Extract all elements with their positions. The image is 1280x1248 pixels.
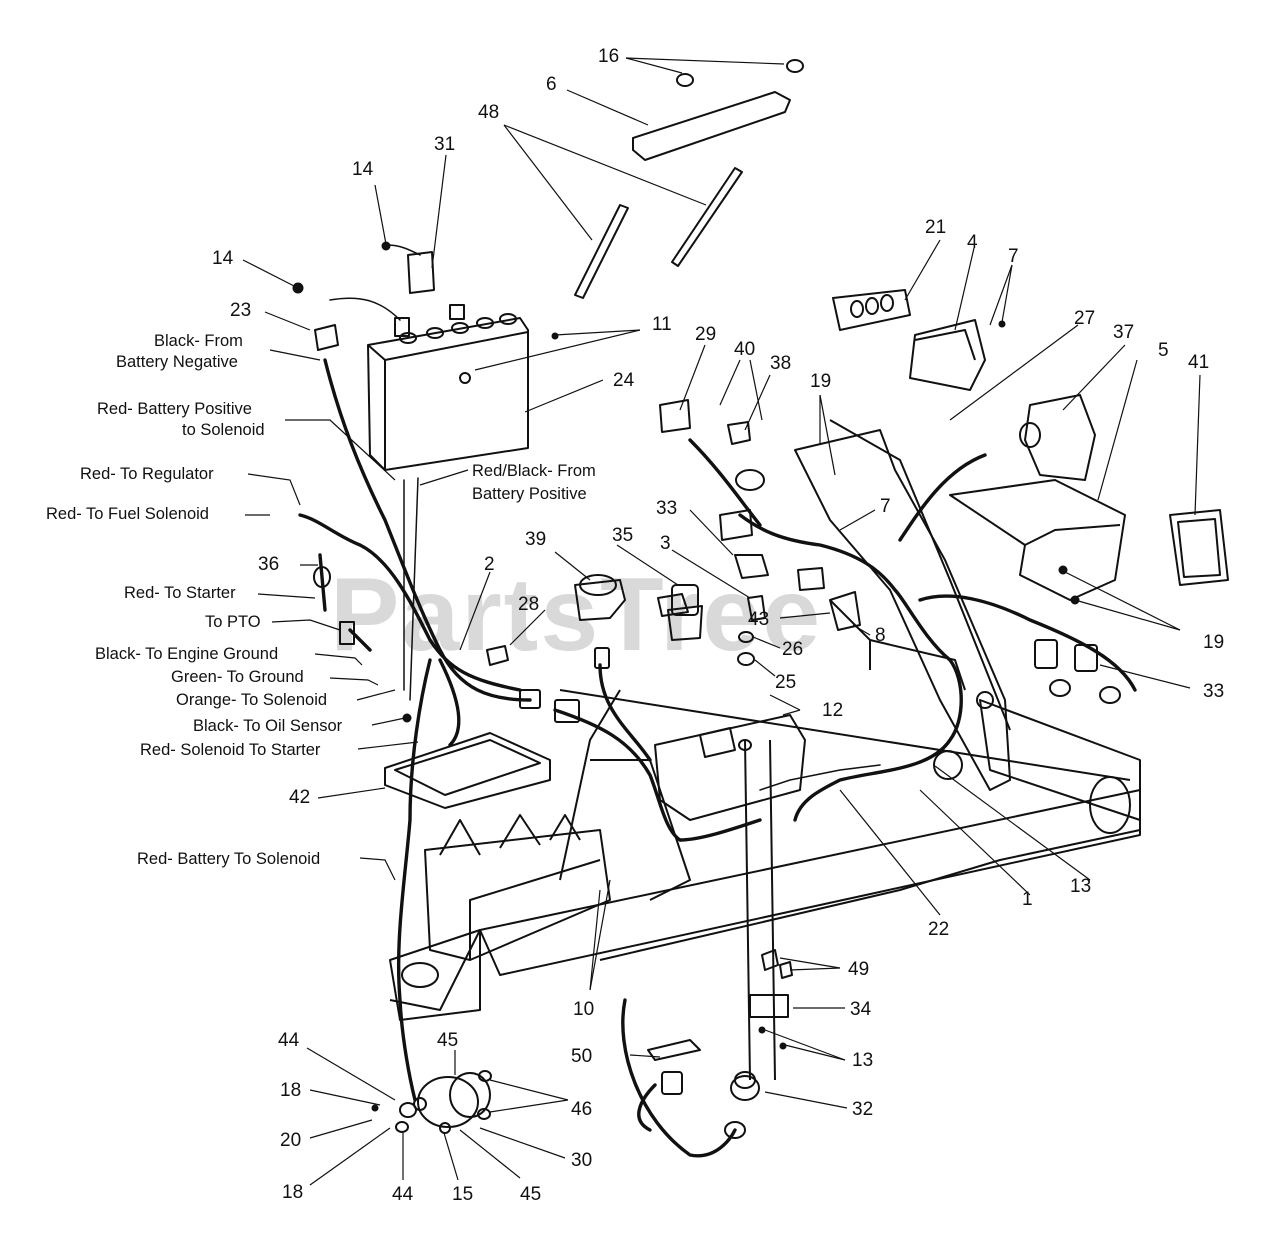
- callout-21: 21: [925, 217, 946, 238]
- callout-33: 33: [1203, 681, 1224, 702]
- callout-4: 4: [967, 232, 978, 253]
- label-red-fuel-solenoid: Red- To Fuel Solenoid: [46, 505, 209, 523]
- callout-3: 3: [660, 533, 671, 554]
- callout-1: 1: [1022, 889, 1033, 910]
- callout-16: 16: [598, 46, 619, 67]
- callout-18: 18: [280, 1080, 301, 1101]
- label-red-starter: Red- To Starter: [124, 584, 236, 602]
- callout-6: 6: [546, 74, 557, 95]
- label-black-oil-sensor: Black- To Oil Sensor: [193, 717, 343, 735]
- callout-25: 25: [775, 672, 796, 693]
- callout-42: 42: [289, 787, 310, 808]
- callout-27: 27: [1074, 308, 1095, 329]
- light-lens: [1169, 509, 1229, 586]
- callout-14: 14: [212, 248, 234, 269]
- callout-46: 46: [571, 1099, 592, 1120]
- solenoid-right: [1034, 639, 1121, 704]
- battery-tray: [384, 732, 551, 809]
- frame-rails: [389, 689, 1141, 1011]
- callout-44: 44: [392, 1184, 414, 1205]
- callout-13: 13: [852, 1050, 873, 1071]
- battery-bracket: [389, 814, 611, 1021]
- callout-28: 28: [518, 594, 539, 615]
- callout-41: 41: [1188, 352, 1209, 373]
- hardware-dots: [292, 241, 1080, 1112]
- callout-2: 2: [484, 554, 495, 575]
- callout-7: 7: [880, 496, 891, 517]
- callout-43: 43: [748, 609, 769, 630]
- dash-brackets: [832, 289, 986, 391]
- callout-39: 39: [525, 529, 546, 550]
- callout-48: 48: [478, 102, 499, 123]
- callout-numbers: 16 6 48 31 14 14 23 11 24 21 4 7 27 37 5…: [212, 46, 1224, 1205]
- steering-support: [794, 419, 1011, 791]
- callout-7: 7: [1008, 246, 1019, 267]
- callout-30: 30: [571, 1150, 592, 1171]
- thin-wires: [329, 244, 881, 791]
- starter-solenoid: [395, 1070, 492, 1134]
- callout-45: 45: [520, 1184, 541, 1205]
- label-red-positive-solenoid: Red- Battery Positive: [97, 400, 252, 418]
- callout-50: 50: [571, 1046, 592, 1067]
- headlight: [1019, 394, 1096, 481]
- callout-34: 34: [850, 999, 872, 1020]
- callout-14: 14: [352, 159, 374, 180]
- lower-column: [724, 739, 793, 1139]
- callout-29: 29: [695, 324, 716, 345]
- callout-12: 12: [822, 700, 843, 721]
- bracket-43: [829, 599, 966, 691]
- callout-11: 11: [652, 314, 672, 335]
- callout-40: 40: [734, 339, 755, 360]
- callout-49: 49: [848, 959, 869, 980]
- wire-labels: Black- From Battery Negative Red- Batter…: [46, 332, 596, 868]
- callout-33: 33: [656, 498, 677, 519]
- callout-44: 44: [278, 1030, 300, 1051]
- callout-13: 13: [1070, 876, 1091, 897]
- control-plate: [654, 714, 806, 821]
- label-red-positive-solenoid-2: to Solenoid: [182, 421, 265, 439]
- center-switches: [313, 251, 861, 723]
- battery: [367, 304, 529, 471]
- callout-45: 45: [437, 1030, 458, 1051]
- label-to-pto: To PTO: [205, 613, 261, 631]
- leader-lines: [242, 57, 1201, 1186]
- callout-23: 23: [230, 300, 251, 321]
- callout-37: 37: [1113, 322, 1134, 343]
- label-red-battery-solenoid: Red- Battery To Solenoid: [137, 850, 320, 868]
- label-red-black-positive-2: Battery Positive: [472, 485, 587, 503]
- label-green-ground: Green- To Ground: [171, 668, 304, 686]
- label-orange-solenoid: Orange- To Solenoid: [176, 691, 327, 709]
- callout-8: 8: [875, 625, 886, 646]
- callout-10: 10: [573, 999, 594, 1020]
- callout-19: 19: [1203, 632, 1224, 653]
- label-black-from-negative: Black- From: [154, 332, 243, 350]
- label-red-black-positive: Red/Black- From: [472, 462, 596, 480]
- wire-harness: [298, 358, 1137, 1158]
- label-black-from-negative-2: Battery Negative: [116, 353, 238, 371]
- callout-15: 15: [452, 1184, 473, 1205]
- seat-pan: [949, 479, 1126, 601]
- callout-32: 32: [852, 1099, 873, 1120]
- callout-24: 24: [613, 370, 635, 391]
- axle-pivot: [933, 699, 1141, 834]
- callout-5: 5: [1158, 340, 1169, 361]
- label-black-engine-ground: Black- To Engine Ground: [95, 645, 278, 663]
- callout-38: 38: [770, 353, 791, 374]
- callout-18: 18: [282, 1182, 303, 1203]
- callout-26: 26: [782, 639, 803, 660]
- callout-36: 36: [258, 554, 279, 575]
- callout-22: 22: [928, 919, 949, 940]
- label-red-solenoid-starter: Red- Solenoid To Starter: [140, 741, 321, 759]
- wire-label-leaders: [245, 349, 469, 881]
- callout-20: 20: [280, 1130, 301, 1151]
- callout-31: 31: [434, 134, 455, 155]
- hold-down-rods: [574, 59, 804, 299]
- label-red-regulator: Red- To Regulator: [80, 465, 214, 483]
- callout-19: 19: [810, 371, 831, 392]
- callout-35: 35: [612, 525, 633, 546]
